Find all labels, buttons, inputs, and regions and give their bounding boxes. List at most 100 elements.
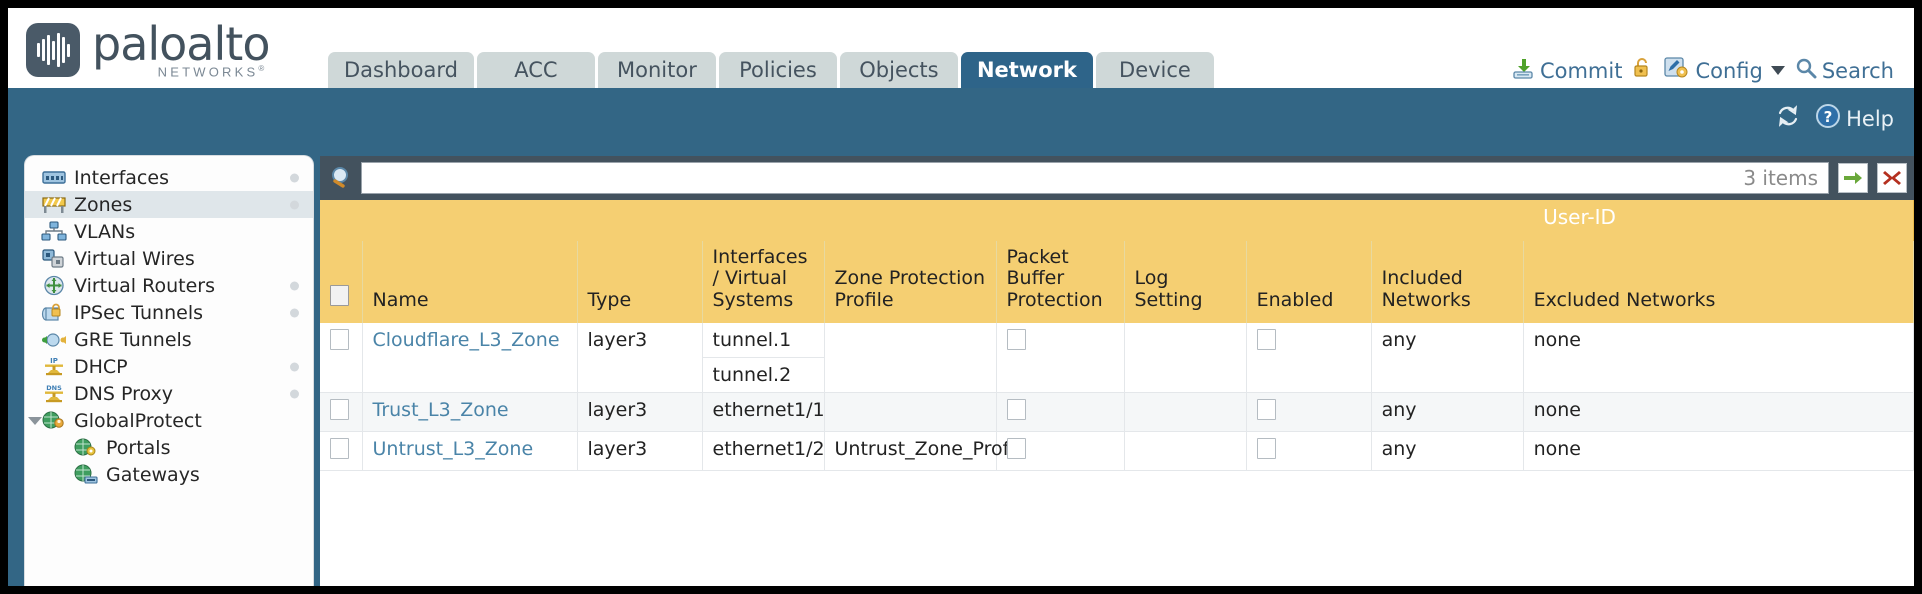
select-all-checkbox[interactable]	[330, 284, 349, 306]
userid-enabled-checkbox[interactable]	[1256, 438, 1276, 459]
cell-userid-enabled[interactable]	[1246, 431, 1372, 471]
cell-packet-buffer-protection[interactable]	[996, 323, 1125, 393]
sidebar-item-gateways[interactable]: Gateways	[25, 461, 313, 488]
cell-packet-buffer-protection[interactable]	[996, 431, 1125, 471]
help-icon: ?	[1815, 103, 1841, 134]
body: Interfaces Zones VLANs Vir	[8, 151, 1914, 586]
sidebar-item-label: GlobalProtect	[74, 409, 202, 432]
column-header-name[interactable]: Name	[362, 240, 578, 323]
sidebar-item-virtual-routers[interactable]: Virtual Routers	[25, 272, 313, 299]
zones-icon	[41, 194, 67, 215]
packet-buffer-protection-checkbox[interactable]	[1006, 438, 1026, 459]
brand-tagline: NETWORKS®	[157, 64, 268, 80]
refresh-button[interactable]	[1775, 104, 1801, 133]
config-label: Config	[1695, 58, 1763, 83]
vlans-icon	[41, 221, 67, 242]
item-count-label: 3 items	[1743, 166, 1818, 190]
cell-excluded-networks: none	[1523, 392, 1914, 432]
row-select-cell[interactable]	[320, 431, 363, 471]
column-header-packet-buffer-protection[interactable]: Packet Buffer Protection	[996, 240, 1125, 323]
lock-button[interactable]	[1632, 56, 1654, 85]
cell-userid-enabled[interactable]	[1246, 392, 1372, 432]
row-select-cell[interactable]	[320, 323, 363, 393]
tab-dashboard[interactable]: Dashboard	[328, 52, 474, 88]
cell-packet-buffer-protection[interactable]	[996, 392, 1125, 432]
zone-link[interactable]: Untrust_L3_Zone	[372, 438, 534, 460]
column-header-excluded-networks[interactable]: Excluded Networks	[1523, 240, 1914, 323]
sidebar-item-label: Portals	[106, 436, 171, 459]
table-row[interactable]: Trust_L3_Zone layer3 ethernet1/1 any non…	[320, 392, 1914, 432]
userid-enabled-checkbox[interactable]	[1256, 399, 1276, 420]
sidebar-item-label: DNS Proxy	[74, 382, 173, 405]
interfaces-icon	[41, 167, 67, 188]
status-dot	[290, 362, 299, 371]
cell-log-setting	[1124, 392, 1247, 432]
sidebar-item-interfaces[interactable]: Interfaces	[25, 164, 313, 191]
select-all-header[interactable]	[320, 240, 363, 323]
zones-table: User-ID Name Type Interfaces / Virtual S…	[320, 200, 1914, 471]
sidebar-item-zones[interactable]: Zones	[25, 191, 313, 218]
filter-input[interactable]: 3 items	[361, 162, 1829, 194]
sidebar-item-virtual-wires[interactable]: Virtual Wires	[25, 245, 313, 272]
tab-monitor[interactable]: Monitor	[597, 52, 716, 88]
main-panel: 3 items	[320, 156, 1914, 586]
row-checkbox[interactable]	[330, 438, 349, 459]
userid-enabled-checkbox[interactable]	[1256, 329, 1276, 350]
cell-zone-protection-profile: Untrust_Zone_Prof	[824, 431, 1009, 471]
cell-userid-enabled[interactable]	[1246, 323, 1372, 393]
sidebar-item-dhcp[interactable]: IP DHCP	[25, 353, 313, 380]
tab-device[interactable]: Device	[1095, 52, 1214, 88]
status-dot	[290, 389, 299, 398]
sidebar-item-dns-proxy[interactable]: DNS DNS Proxy	[25, 380, 313, 407]
context-band-tools: ? Help	[1775, 103, 1894, 134]
column-header-included-networks[interactable]: Included Networks	[1371, 240, 1524, 323]
packet-buffer-protection-checkbox[interactable]	[1006, 399, 1026, 420]
search-icon[interactable]	[329, 165, 355, 191]
zone-link[interactable]: Cloudflare_L3_Zone	[372, 329, 560, 351]
packet-buffer-protection-checkbox[interactable]	[1006, 329, 1026, 350]
dhcp-icon: IP	[41, 356, 67, 377]
config-menu[interactable]: Config	[1664, 56, 1785, 85]
sidebar-item-label: Virtual Routers	[74, 274, 215, 297]
zone-link[interactable]: Trust_L3_Zone	[372, 399, 509, 421]
clear-filter-button[interactable]	[1877, 163, 1907, 193]
cell-interface: tunnel.1	[702, 323, 825, 358]
tab-objects[interactable]: Objects	[839, 52, 958, 88]
cell-type: layer3	[577, 431, 703, 471]
row-checkbox[interactable]	[330, 329, 349, 350]
group-header-userid: User-ID	[1246, 200, 1914, 241]
column-header-zone-protection-profile[interactable]: Zone Protection Profile	[824, 240, 997, 323]
column-header-interfaces[interactable]: Interfaces / Virtual Systems	[702, 240, 825, 323]
cell-name[interactable]: Trust_L3_Zone	[362, 392, 578, 432]
column-header-userid-enabled[interactable]: Enabled	[1246, 240, 1372, 323]
sidebar-item-label: Gateways	[106, 463, 200, 486]
commit-button[interactable]: Commit	[1511, 56, 1622, 85]
row-select-cell[interactable]	[320, 392, 363, 432]
svg-text:DNS: DNS	[46, 384, 62, 392]
tab-policies[interactable]: Policies	[718, 52, 837, 88]
cell-excluded-networks: none	[1523, 323, 1914, 393]
tab-network[interactable]: Network	[960, 52, 1093, 88]
sidebar-item-ipsec-tunnels[interactable]: IPSec Tunnels	[25, 299, 313, 326]
sidebar-item-vlans[interactable]: VLANs	[25, 218, 313, 245]
collapse-twisty-icon[interactable]	[28, 416, 42, 425]
table-row[interactable]: Cloudflare_L3_Zone layer3 tunnel.1 any n…	[320, 323, 1914, 393]
cell-name[interactable]: Cloudflare_L3_Zone	[362, 323, 578, 393]
sidebar-item-portals[interactable]: Portals	[25, 434, 313, 461]
column-header-log-setting[interactable]: Log Setting	[1124, 240, 1247, 323]
sidebar-item-globalprotect[interactable]: GlobalProtect	[25, 407, 313, 434]
help-button[interactable]: ? Help	[1815, 103, 1894, 134]
sidebar-item-gre-tunnels[interactable]: GRE Tunnels	[25, 326, 313, 353]
row-checkbox[interactable]	[330, 399, 349, 420]
tab-acc[interactable]: ACC	[476, 52, 595, 88]
cell-name[interactable]: Untrust_L3_Zone	[362, 431, 578, 471]
sidebar-item-label: VLANs	[74, 220, 136, 243]
filter-bar: 3 items	[320, 156, 1914, 200]
column-header-type[interactable]: Type	[577, 240, 703, 323]
dns-proxy-icon: DNS	[41, 383, 67, 404]
cell-zone-protection-profile	[824, 392, 997, 432]
table-row[interactable]: Untrust_L3_Zone layer3 ethernet1/2 Untru…	[320, 431, 1914, 471]
apply-filter-button[interactable]	[1838, 163, 1868, 193]
search-button[interactable]: Search	[1795, 57, 1894, 84]
sidebar-item-label: Zones	[74, 193, 133, 216]
